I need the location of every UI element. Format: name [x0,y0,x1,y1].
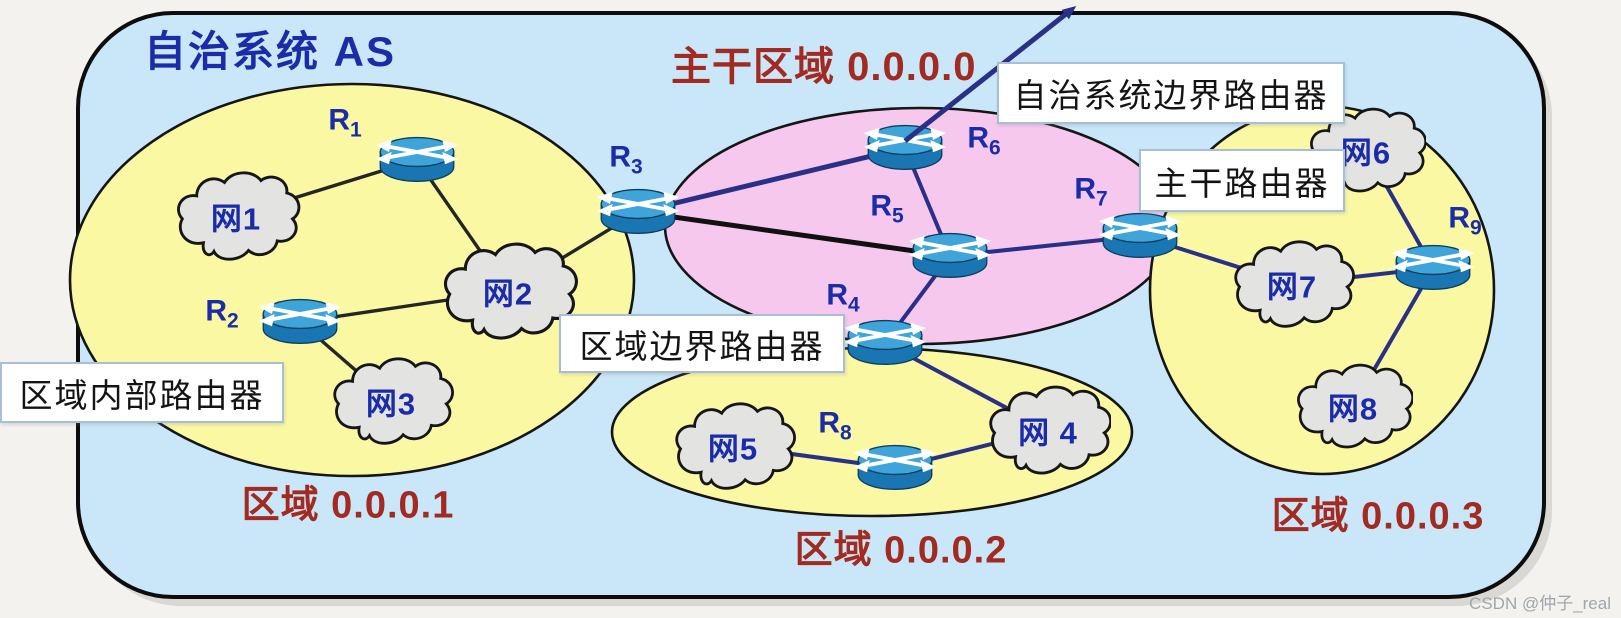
callout-as-boundary-router: 自治系统边界路由器 [997,62,1345,124]
router-label-r9: R9 [1448,202,1481,241]
watermark: CSDN @仲子_real [1469,594,1611,613]
network-label-n2: 网2 [482,276,534,312]
backbone-title: 主干区域 0.0.0.0 [671,45,977,89]
router-label-base: R [870,189,892,223]
router-label-r6: R6 [967,122,1000,161]
router-r1 [373,135,461,184]
network-label-n5: 网5 [707,431,759,467]
router-label-base: R [967,121,989,155]
router-label-sub: 2 [226,309,239,333]
router-label-sub: 8 [839,421,852,445]
router-label-base: R [609,140,631,174]
as-title: 自治系统 AS [144,28,397,75]
network-label-n7: 网7 [1266,269,1318,305]
router-label-sub: 7 [1095,187,1108,211]
router-label-sub: 4 [847,293,860,317]
router-r7 [1096,211,1184,260]
callout-area-border-router: 区域边界路由器 [559,314,845,373]
callout-backbone-router: 主干路由器 [1139,149,1345,212]
router-label-base: R [1074,172,1096,206]
router-label-sub: 6 [988,136,1001,160]
router-r3 [594,187,682,236]
router-label-sub: 5 [891,204,904,228]
router-label-base: R [205,294,227,328]
router-label-r8: R8 [818,407,851,446]
callout-internal-router: 区域内部路由器 [0,362,284,423]
network-label-n3: 网3 [365,386,417,422]
router-r9 [1389,243,1477,292]
router-label-base: R [818,406,840,440]
router-label-r4: R4 [826,279,859,318]
router-label-base: R [1448,201,1470,235]
link-R3-R6 [637,145,906,215]
link-R3-R5 [637,209,951,259]
router-label-sub: 1 [349,118,362,142]
network-label-n6: 网6 [1340,135,1392,171]
router-label-sub: 9 [1469,216,1482,240]
area-label-0.0.0.2: 区域 0.0.0.2 [794,529,1008,572]
router-label-r7: R7 [1074,173,1107,212]
external-link-arrow [903,5,1077,143]
router-label-base: R [328,103,350,137]
network-label-n8: 网8 [1327,391,1379,427]
router-label-r2: R2 [205,295,238,334]
router-r6 [861,123,949,172]
router-label-sub: 3 [630,155,643,179]
router-label-r1: R1 [328,104,361,143]
network-label-n4: 网 4 [1018,415,1078,451]
router-r4 [841,318,929,367]
area-label-0.0.0.1: 区域 0.0.0.1 [241,484,455,527]
router-r5 [906,231,994,280]
router-r2 [256,297,344,346]
router-label-base: R [826,278,848,312]
router-label-r3: R3 [609,141,642,180]
network-label-n1: 网1 [210,201,262,237]
router-r8 [851,443,939,492]
router-label-r5: R5 [870,190,903,229]
area-label-0.0.0.3: 区域 0.0.0.3 [1271,495,1485,538]
